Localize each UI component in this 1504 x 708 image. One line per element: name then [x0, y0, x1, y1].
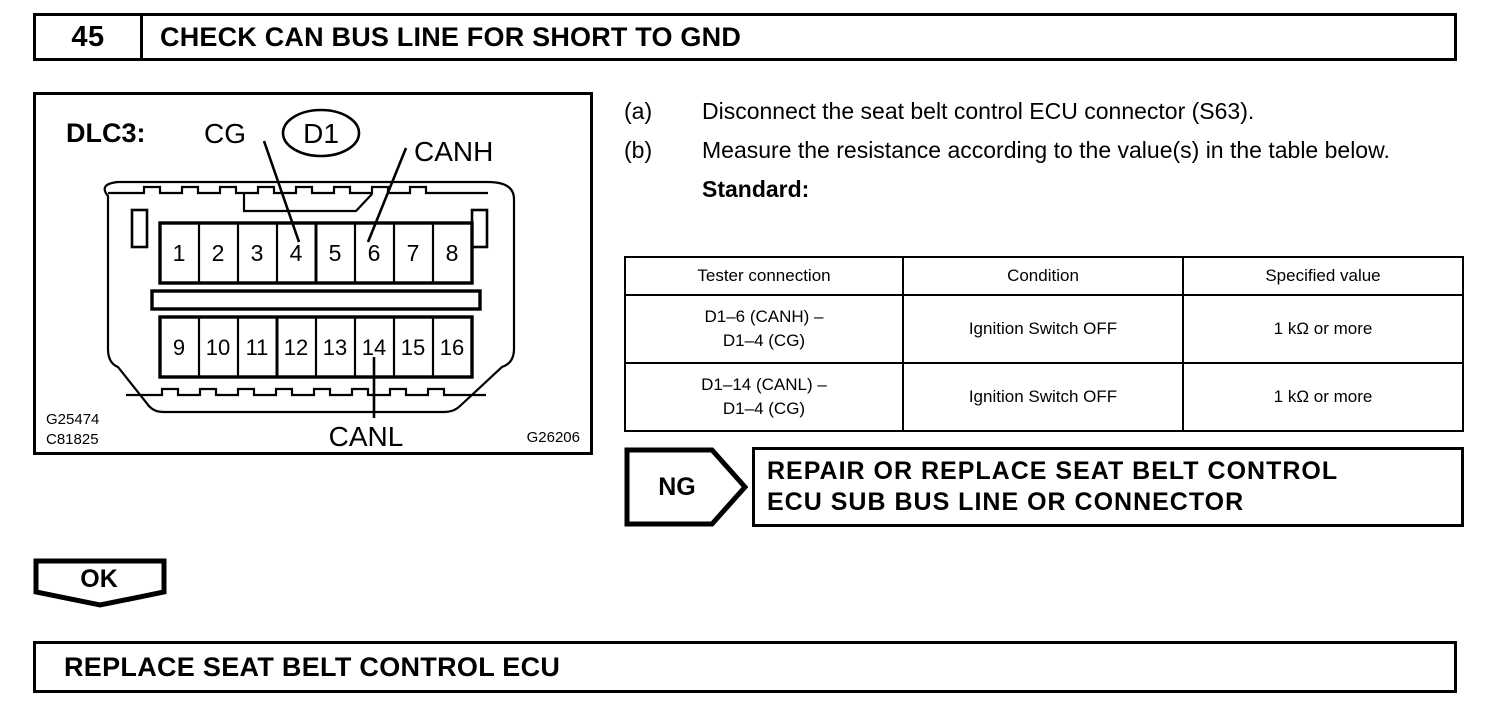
- pin-label-14: 14: [362, 335, 386, 360]
- tester-connection-2-line1: D1–14 (CANL) –: [701, 375, 827, 394]
- procedure-step-a-text: Disconnect the seat belt control ECU con…: [702, 98, 1255, 124]
- connector-left-tab: [130, 208, 149, 249]
- canh-leader-line: [366, 147, 408, 243]
- canl-callout-label: CANL: [329, 421, 404, 452]
- procedure-step-b-text: Measure the resistance according to the …: [702, 137, 1390, 163]
- specification-table: Tester connection Condition Specified va…: [624, 256, 1464, 432]
- pin-label-9: 9: [173, 335, 185, 360]
- procedure-step-a-label: (a): [624, 98, 653, 124]
- connector-bottom-castellation: [126, 387, 486, 397]
- pin-label-13: 13: [323, 335, 347, 360]
- cell-specified-value-1: 1 kΩ or more: [1182, 294, 1464, 364]
- pin-numbers-bottom: 9 10 11 12 13 14 15 16: [173, 335, 464, 360]
- connector-key-notch: [242, 193, 373, 213]
- pin-label-16: 16: [440, 335, 464, 360]
- ng-action-box: REPAIR OR REPLACE SEAT BELT CONTROL ECU …: [752, 447, 1464, 527]
- cell-specified-value-2: 1 kΩ or more: [1182, 362, 1464, 432]
- connector-top-castellation: [108, 185, 488, 195]
- connector-id-label: D1: [303, 118, 339, 149]
- pin-row-top: [158, 221, 474, 285]
- connector-id-oval: [281, 108, 361, 158]
- step-title: CHECK CAN BUS LINE FOR SHORT TO GND: [160, 21, 742, 52]
- procedure-list: (a) Disconnect the seat belt control ECU…: [624, 92, 1472, 209]
- tester-connection-1-line2: D1–4 (CG): [722, 331, 806, 350]
- pin-label-15: 15: [401, 335, 425, 360]
- ng-arrow-shape: [624, 447, 748, 527]
- pin-label-12: 12: [284, 335, 308, 360]
- pin-label-11: 11: [246, 335, 269, 360]
- ref-code-right: G26206: [527, 429, 580, 446]
- tester-connection-2-line2: D1–4 (CG): [722, 399, 806, 418]
- pin-label-6: 6: [368, 240, 381, 266]
- table-row: D1–6 (CANH) – D1–4 (CG) Ignition Switch …: [624, 294, 1464, 364]
- table-row: D1–14 (CANL) – D1–4 (CG) Ignition Switch…: [624, 362, 1464, 432]
- ok-pentagon-shape: [33, 558, 167, 608]
- dlc3-connector-figure: 1 2 3 4 5 6 7 8 9 10 11 12 13: [33, 92, 593, 455]
- header-condition: Condition: [902, 256, 1184, 296]
- connector-shell-outline: [103, 180, 516, 414]
- canh-callout-label: CANH: [414, 136, 493, 167]
- ng-tag: NG: [624, 447, 748, 527]
- procedure-step-b-label: (b): [624, 137, 653, 163]
- pin-label-4: 4: [290, 240, 303, 266]
- header-tester-connection: Tester connection: [624, 256, 904, 296]
- step-header: 45 CHECK CAN BUS LINE FOR SHORT TO GND: [33, 13, 1457, 61]
- ng-tag-label: NG: [658, 472, 696, 501]
- cg-callout-label: CG: [204, 118, 246, 149]
- pin-label-8: 8: [446, 240, 459, 266]
- cell-condition-2: Ignition Switch OFF: [902, 362, 1184, 432]
- ref-code-left-top: G25474: [46, 411, 99, 428]
- cell-tester-connection-1: D1–6 (CANH) – D1–4 (CG): [624, 294, 904, 364]
- pin-label-1: 1: [173, 240, 186, 266]
- ng-action-line2: ECU SUB BUS LINE OR CONNECTOR: [767, 488, 1245, 516]
- pin-label-3: 3: [251, 240, 264, 266]
- ok-tag-label: OK: [80, 564, 118, 593]
- tester-connection-1-line1: D1–6 (CANH) –: [704, 307, 824, 326]
- pin-numbers-top: 1 2 3 4 5 6 7 8: [173, 240, 459, 266]
- cell-condition-1: Ignition Switch OFF: [902, 294, 1184, 364]
- step-number: 45: [36, 16, 143, 58]
- standard-label: Standard:: [702, 176, 810, 202]
- ok-tag: OK: [33, 558, 171, 608]
- procedure-step-b: (b) Measure the resistance according to …: [624, 131, 1472, 170]
- pin-label-10: 10: [206, 335, 230, 360]
- final-action-box: REPLACE SEAT BELT CONTROL ECU: [33, 641, 1457, 693]
- cg-leader-line: [262, 140, 301, 243]
- cell-tester-connection-2: D1–14 (CANL) – D1–4 (CG): [624, 362, 904, 432]
- procedure-step-a: (a) Disconnect the seat belt control ECU…: [624, 92, 1472, 131]
- pin-label-5: 5: [329, 240, 342, 266]
- ng-action-line1: REPAIR OR REPLACE SEAT BELT CONTROL: [767, 457, 1339, 485]
- pin-label-2: 2: [212, 240, 225, 266]
- header-specified-value: Specified value: [1182, 256, 1464, 296]
- connector-center-bar: [150, 289, 482, 311]
- connector-right-tab: [470, 208, 489, 249]
- ref-code-left-bottom: C81825: [46, 431, 99, 448]
- pin-row-bottom: [158, 315, 474, 379]
- ng-result-block: NG REPAIR OR REPLACE SEAT BELT CONTROL E…: [624, 447, 1464, 527]
- connector-name-label: DLC3:: [66, 118, 146, 148]
- table-header-row: Tester connection Condition Specified va…: [624, 256, 1464, 296]
- pin-label-7: 7: [407, 240, 420, 266]
- connector-diagram-svg: 1 2 3 4 5 6 7 8 9 10 11 12 13: [46, 108, 580, 452]
